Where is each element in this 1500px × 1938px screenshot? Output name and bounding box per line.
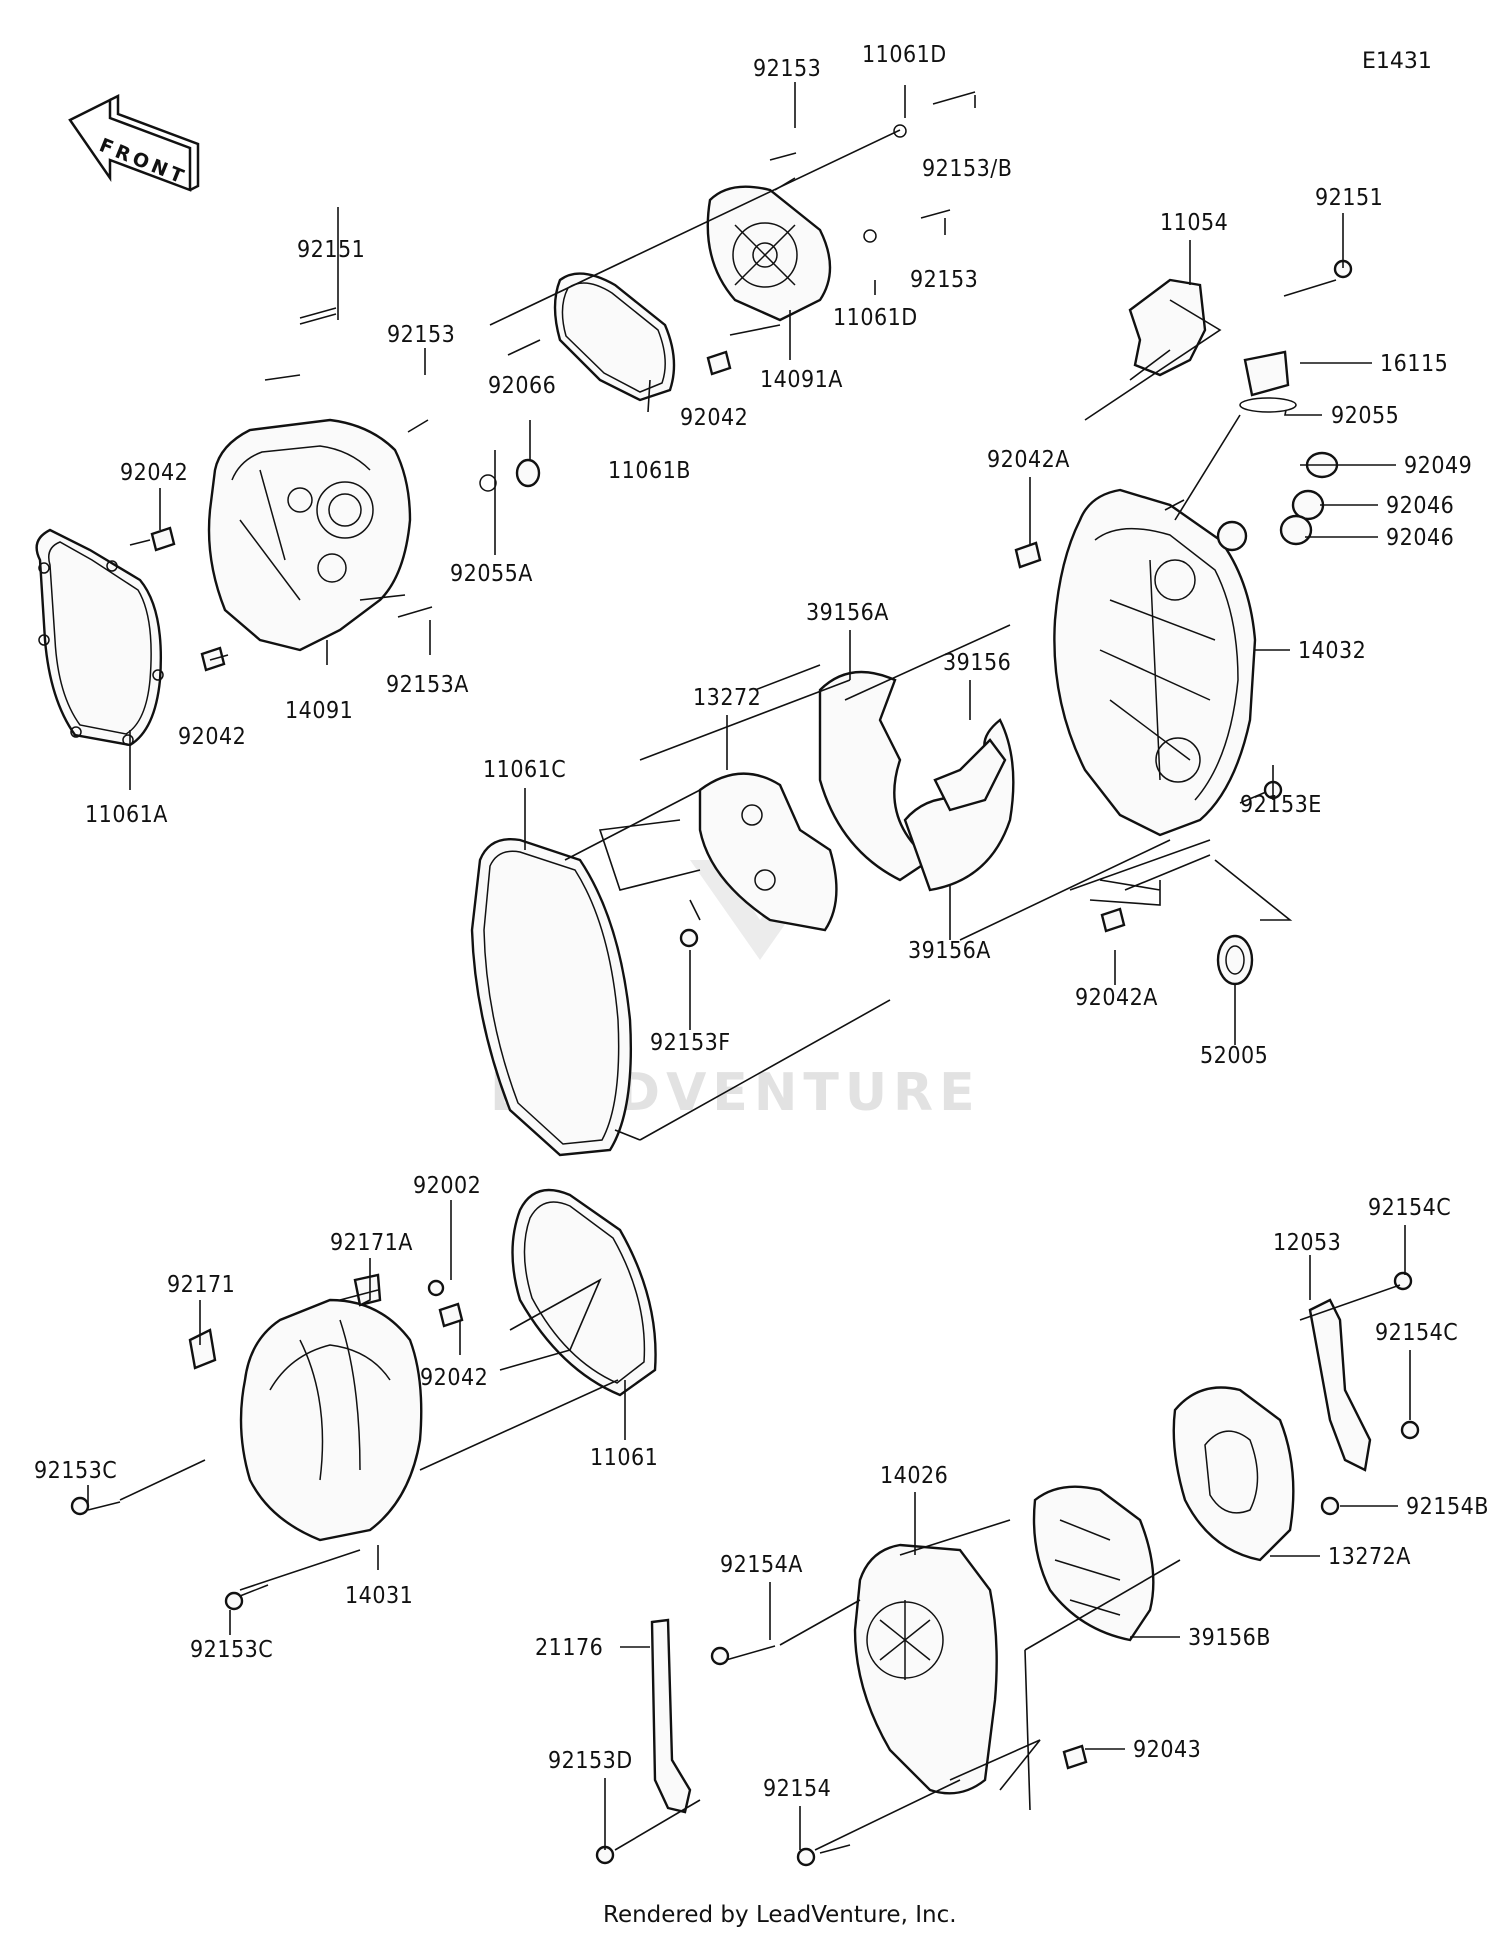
callout-14091: 14091 (285, 698, 353, 724)
callout-14031: 14031 (345, 1583, 413, 1609)
callout-92154C-b: 92154C (1375, 1320, 1458, 1346)
callout-13272: 13272 (693, 685, 761, 711)
callout-92046-b: 92046 (1386, 525, 1454, 551)
callout-12053: 12053 (1273, 1230, 1341, 1256)
callout-92042-top: 92042 (680, 405, 748, 431)
callout-92151-right: 92151 (1315, 185, 1383, 211)
callout-92153B: 92153/B (922, 156, 1012, 182)
callout-39156A-bottom: 39156A (908, 938, 991, 964)
callout-92042-left-b: 92042 (178, 724, 246, 750)
callout-92055: 92055 (1331, 403, 1399, 429)
credit-text: Rendered by LeadVenture, Inc. (603, 1902, 957, 1928)
callout-14026: 14026 (880, 1463, 948, 1489)
callout-13272A: 13272A (1328, 1544, 1411, 1570)
callout-92042-left-a: 92042 (120, 460, 188, 486)
callout-11061C: 11061C (483, 757, 566, 783)
callout-92153-mid: 92153 (910, 267, 978, 293)
callout-92171: 92171 (167, 1272, 235, 1298)
callout-11061D-top: 11061D (862, 42, 947, 68)
front-arrow: FRONT (68, 93, 200, 192)
callout-16115: 16115 (1380, 351, 1448, 377)
callout-39156B: 39156B (1188, 1625, 1271, 1651)
callout-92002: 92002 (413, 1173, 481, 1199)
part-drawings (35, 91, 1420, 1867)
callout-92151-left: 92151 (297, 237, 365, 263)
callout-92153F: 92153F (650, 1030, 731, 1056)
callout-labels: 92153 11061D 92153/B 92153 11061D 14091A… (34, 42, 1489, 1802)
callout-92153-left: 92153 (387, 322, 455, 348)
leader-lines (87, 82, 1411, 1851)
callout-52005: 52005 (1200, 1043, 1268, 1069)
callout-92042A-top: 92042A (987, 447, 1070, 473)
callout-92171A: 92171A (330, 1230, 413, 1256)
callout-11054: 11054 (1160, 210, 1228, 236)
callout-92042-lower: 92042 (420, 1365, 488, 1391)
callout-92154C-a: 92154C (1368, 1195, 1451, 1221)
callout-92153-top: 92153 (753, 56, 821, 82)
callout-92042A-bottom: 92042A (1075, 985, 1158, 1011)
callout-92154: 92154 (763, 1776, 831, 1802)
callout-92066: 92066 (488, 373, 556, 399)
callout-92153A: 92153A (386, 672, 469, 698)
callout-92153E: 92153E (1240, 792, 1322, 818)
callout-92049: 92049 (1404, 453, 1472, 479)
callout-21176: 21176 (535, 1635, 603, 1661)
callout-92153D: 92153D (548, 1748, 633, 1774)
small-fasteners (70, 124, 1420, 1867)
diagram-code: E1431 (1362, 49, 1432, 74)
callout-92153C-b: 92153C (190, 1637, 273, 1663)
callout-14091A: 14091A (760, 367, 843, 393)
callout-39156: 39156 (943, 650, 1011, 676)
callout-11061B: 11061B (608, 458, 691, 484)
callout-92043: 92043 (1133, 1737, 1201, 1763)
callout-92055A: 92055A (450, 561, 533, 587)
callout-39156A-top: 39156A (806, 600, 889, 626)
callout-11061A: 11061A (85, 802, 168, 828)
callout-92046-a: 92046 (1386, 493, 1454, 519)
bolt-shafts (87, 91, 1337, 1854)
callout-11061: 11061 (590, 1445, 658, 1471)
callout-92154A: 92154A (720, 1552, 803, 1578)
callout-11061D-mid: 11061D (833, 305, 918, 331)
callout-14032: 14032 (1298, 638, 1366, 664)
callout-92154B: 92154B (1406, 1494, 1489, 1520)
callout-92153C-a: 92153C (34, 1458, 117, 1484)
